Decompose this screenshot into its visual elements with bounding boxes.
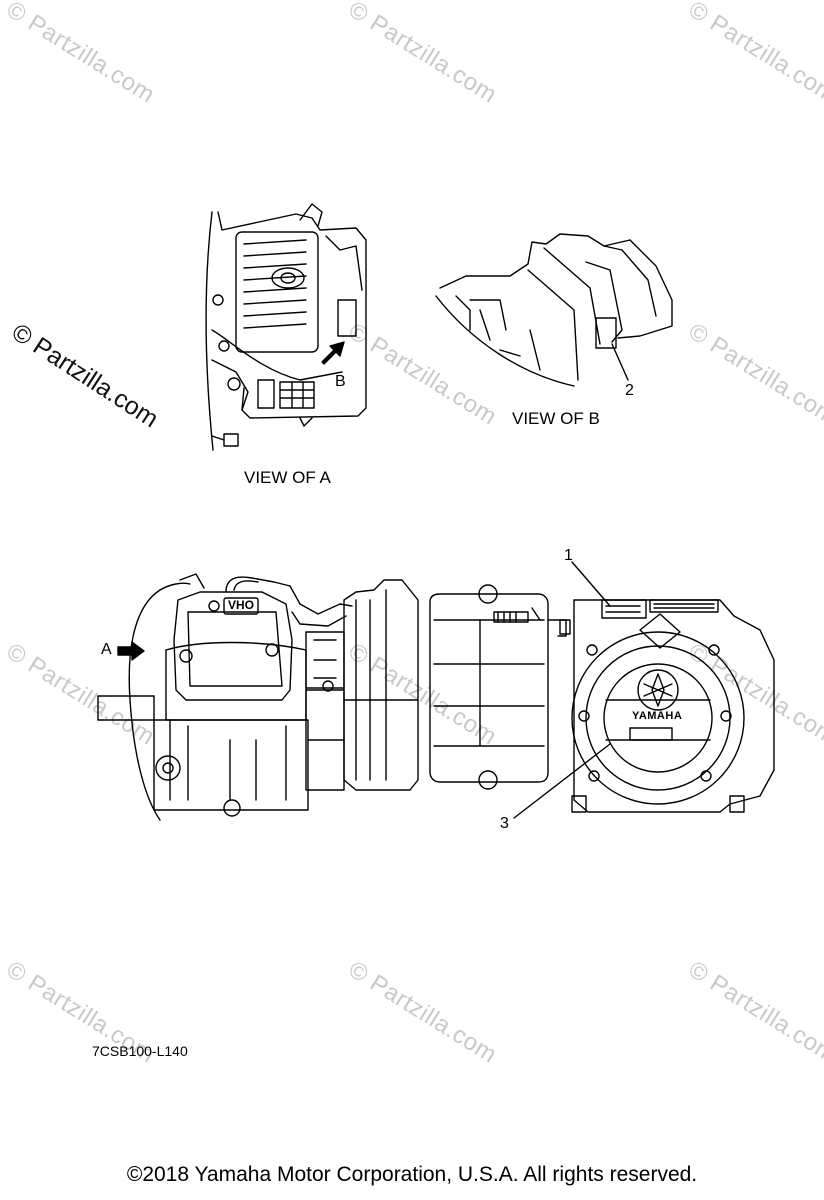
view-a-drawing xyxy=(206,204,366,450)
view-b-drawing xyxy=(436,234,672,386)
arrow-b xyxy=(322,342,344,364)
engine-drawing xyxy=(98,574,774,820)
callout-2-label: 2 xyxy=(625,382,634,399)
view-b-label: VIEW OF B xyxy=(512,409,600,428)
callout-1-leader xyxy=(572,562,610,606)
diagram-code: 7CSB100-L140 xyxy=(92,1043,188,1059)
arrow-b-label: B xyxy=(335,373,346,390)
valve-cover-text: OHV xyxy=(228,598,255,612)
callout-3-leader xyxy=(514,744,610,818)
copyright-footer: ©2018 Yamaha Motor Corporation, U.S.A. A… xyxy=(126,1163,698,1186)
callout-2-leader xyxy=(612,344,628,380)
callout-1-label: 1 xyxy=(564,547,573,564)
yamaha-logo-text: YAMAHA xyxy=(632,710,683,722)
arrow-a-label: A xyxy=(101,641,112,658)
view-a-label: VIEW OF A xyxy=(244,468,331,487)
arrow-a xyxy=(118,642,144,660)
callout-3-label: 3 xyxy=(500,815,509,832)
